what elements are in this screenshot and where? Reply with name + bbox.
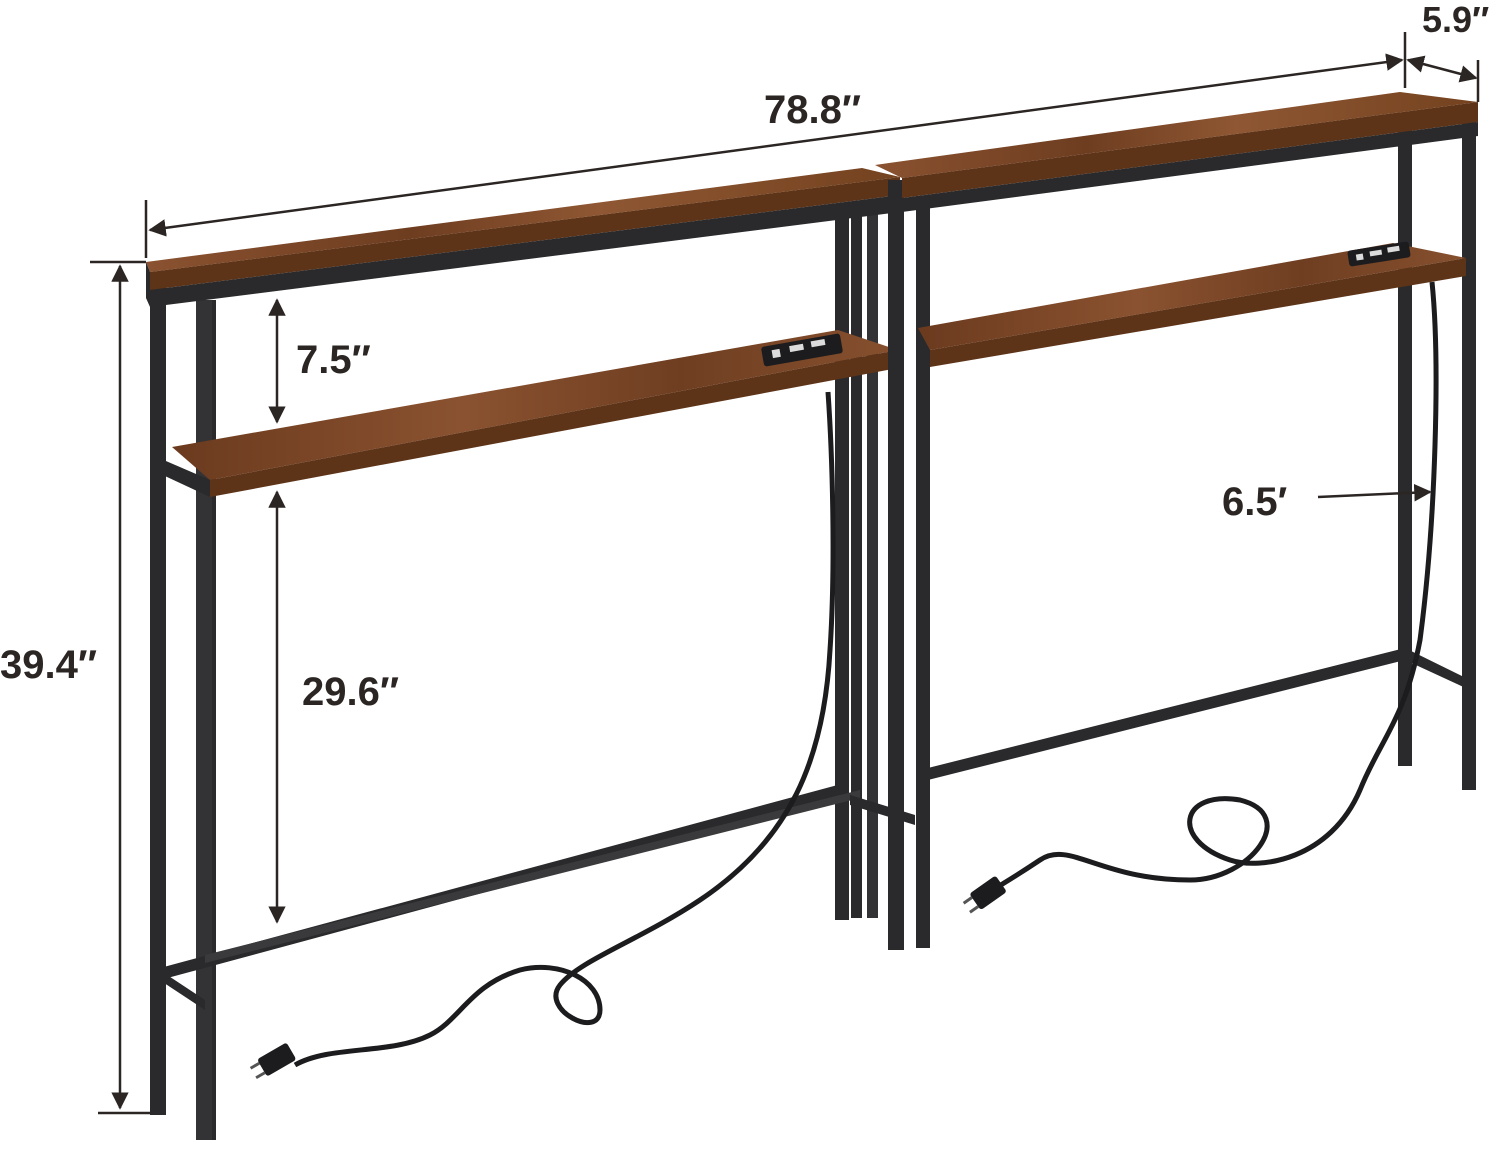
left-table-lower-shelf-edge (210, 350, 898, 497)
height-label: 39.4″ (0, 643, 98, 687)
left-table-lower-shelf-frame (152, 455, 210, 497)
shelf-gap-label: 7.5″ (296, 338, 371, 382)
right-table-back-leg-left (916, 196, 930, 948)
left-table-bottom-stretcher-back (205, 790, 860, 963)
right-table-lower-shelf-edge (930, 258, 1466, 367)
length-dimension-line (148, 53, 1404, 237)
left-table-lower-shelf (172, 330, 898, 480)
left-table-back-leg-right (851, 212, 862, 918)
cord-length-pointer (1317, 483, 1432, 502)
left-table-side-stretcher (152, 965, 205, 1010)
total-length-label: 78.8″ (764, 88, 862, 132)
left-table-front-leg-right (835, 210, 849, 920)
right-table-back-leg-right (1398, 130, 1412, 766)
power-plug-icon (249, 1043, 296, 1080)
right-table (850, 92, 1478, 950)
right-table-power-cord (983, 281, 1439, 898)
left-table-power-cord (293, 391, 836, 1068)
left-table-front-leg-left-2 (196, 300, 212, 1140)
left-table-top-frame-side (146, 262, 150, 307)
left-table-top-edge (150, 177, 900, 290)
right-table-lower-shelf (918, 243, 1466, 350)
right-table-side-stretcher (1405, 648, 1470, 690)
right-table-side-stretcher-left (850, 795, 915, 825)
depth-label: 5.9″ (1422, 0, 1490, 40)
left-table-front-leg-right-2 (867, 210, 878, 918)
cord-length-label: 6.5′ (1222, 480, 1288, 524)
right-table-front-leg-right (1462, 115, 1476, 790)
depth-dimension-line (1406, 55, 1478, 83)
power-plug-icon (962, 876, 1006, 914)
left-table (146, 168, 900, 1140)
left-table-front-leg-left (150, 275, 166, 1115)
dimension-lines (90, 32, 1480, 1115)
right-table-bottom-stretcher (920, 648, 1405, 782)
right-table-front-leg-left (888, 180, 904, 950)
lower-clearance-label: 29.6″ (302, 670, 400, 714)
